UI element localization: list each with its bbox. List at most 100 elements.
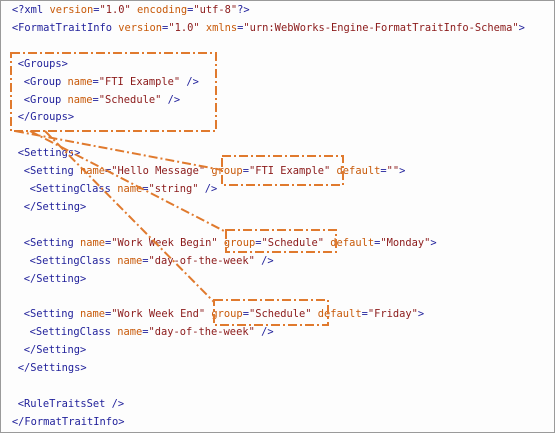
code-line: <SettingClass name="day-of-the-week" /> — [30, 325, 274, 339]
code-token: </Setting> — [23, 272, 87, 285]
code-line: </Setting> — [24, 200, 87, 214]
code-token: = — [380, 165, 387, 178]
code-line: <SettingClass name="day-of-the-week" /> — [30, 254, 274, 268]
code-token: "utf-8" — [193, 4, 238, 16]
code-token: "Schedule" — [261, 236, 325, 249]
code-token: <Setting — [23, 165, 80, 178]
code-line: <Setting name="Work Week Begin" group="S… — [24, 236, 437, 250]
code-token: "Hello Message" — [111, 165, 206, 178]
code-token: <RuleTraitsSet /> — [17, 397, 125, 410]
code-token: "day-of-the-week" — [148, 254, 255, 267]
code-line: <Group name="FTI Example" /> — [24, 75, 199, 89]
code-token: name — [117, 326, 143, 339]
code-token: xmlns — [205, 21, 238, 34]
code-token: = — [105, 236, 112, 249]
code-token: = — [242, 308, 249, 321]
code-token: "1.0" — [99, 4, 131, 16]
code-token: <Group — [23, 75, 68, 88]
code-token: "FTI Example" — [248, 165, 331, 178]
code-token: = — [92, 75, 99, 88]
code-token: name — [80, 308, 106, 321]
code-token: <Setting — [23, 308, 80, 321]
code-token: <Group — [23, 93, 68, 106]
code-token: </Groups> — [17, 111, 75, 124]
code-token: = — [361, 308, 368, 321]
code-line: </Groups> — [18, 110, 74, 124]
groups-highlight-box — [10, 52, 217, 132]
code-token: = — [93, 4, 100, 16]
code-token: "FTI Example" — [98, 75, 181, 88]
code-token: = — [255, 236, 262, 249]
code-token: name — [67, 93, 93, 106]
code-token: = — [142, 326, 149, 339]
code-token: /> — [198, 183, 218, 195]
code-token: /> — [161, 93, 181, 106]
code-token: group — [211, 165, 243, 178]
connector-line-hello — [14, 130, 223, 171]
code-token: = — [142, 254, 149, 267]
code-line: <FormatTraitInfo version="1.0" xmlns="ur… — [12, 21, 525, 35]
code-token: = — [105, 308, 112, 321]
code-token: name — [117, 254, 143, 267]
code-token: </FormatTraitInfo> — [11, 415, 125, 428]
code-token: > — [417, 308, 425, 321]
code-token: <FormatTraitInfo — [11, 21, 119, 34]
code-token: name — [67, 75, 93, 88]
code-token: ?> — [237, 4, 250, 16]
code-token: /> — [254, 254, 274, 267]
code-line: </Settings> — [18, 361, 87, 375]
group-attr-box-end — [213, 299, 329, 326]
code-token: name — [80, 236, 106, 249]
code-line: </Setting> — [24, 272, 87, 286]
code-token: "string" — [148, 183, 199, 195]
code-token: > — [399, 165, 406, 178]
code-token: group — [211, 308, 243, 321]
code-token: <Setting — [23, 236, 80, 249]
code-line: <Groups> — [18, 57, 68, 71]
code-line: <RuleTraitsSet /> — [18, 397, 124, 411]
code-token: = — [237, 21, 244, 34]
code-line: <Group name="Schedule" /> — [24, 93, 180, 107]
code-token: "" — [386, 165, 400, 178]
code-token: "urn:WebWorks-Engine-FormatTraitInfo-Sch… — [243, 21, 519, 34]
code-token: = — [242, 165, 249, 178]
code-token: > — [518, 21, 525, 34]
code-token: = — [187, 4, 194, 16]
code-token: /> — [180, 75, 199, 88]
code-line: </FormatTraitInfo> — [12, 415, 125, 429]
code-token: "Schedule" — [248, 308, 312, 321]
code-token: /> — [254, 326, 274, 339]
code-token: <SettingClass — [29, 326, 118, 339]
code-token: group — [223, 236, 256, 249]
code-token: > — [430, 236, 437, 249]
code-token: "1.0" — [168, 21, 200, 34]
code-token: "Work Week End" — [111, 308, 206, 321]
code-line: <Settings> — [18, 146, 81, 160]
code-line: <Setting name="Hello Message" group="FTI… — [24, 164, 406, 178]
code-token: version — [49, 4, 94, 16]
code-token: <SettingClass — [29, 254, 118, 267]
code-token: <?xml — [11, 4, 50, 16]
code-token: version — [118, 21, 163, 34]
code-token: "Work Week Begin" — [111, 236, 218, 249]
code-token: <SettingClass — [29, 183, 118, 195]
code-token: = — [142, 183, 149, 195]
code-line: <?xml version="1.0" encoding="utf-8"?> — [12, 3, 250, 17]
code-token: "Monday" — [380, 236, 431, 249]
code-token: "Friday" — [367, 308, 418, 321]
group-attr-box-begin — [225, 229, 337, 253]
code-token: = — [162, 21, 169, 34]
code-token: "Schedule" — [98, 93, 162, 106]
code-token: </Setting> — [23, 344, 87, 357]
code-token: <Settings> — [17, 147, 81, 160]
code-token: = — [374, 236, 381, 249]
code-token: "day-of-the-week" — [148, 326, 255, 339]
code-token: encoding — [137, 4, 188, 16]
connector-line-end — [44, 130, 215, 303]
code-token: default — [330, 236, 375, 249]
code-token: default — [336, 165, 381, 178]
code-token: = — [92, 93, 99, 106]
